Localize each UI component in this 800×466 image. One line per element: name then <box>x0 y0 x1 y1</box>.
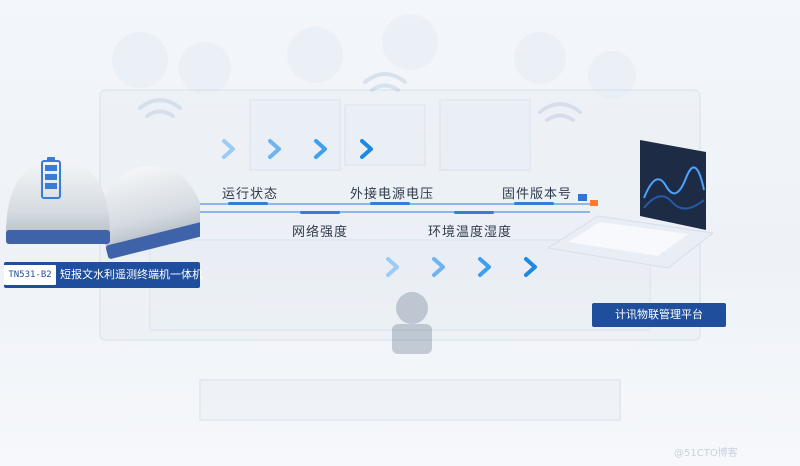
param-label-top: 固件版本号 <box>502 187 573 202</box>
chevron-right-icon <box>432 257 445 277</box>
chevron-right-icon <box>386 257 399 277</box>
platform-badge: 计讯物联管理平台 <box>592 303 726 327</box>
device-name: 短报文水利遥测终端机一体机 <box>60 268 203 281</box>
battery-icon <box>41 157 61 199</box>
watermark: @51CTO博客 <box>674 448 738 459</box>
device-model: TN531-B2 <box>4 265 56 285</box>
param-label-bottom: 环境温度湿度 <box>428 225 513 240</box>
param-label-top: 外接电源电压 <box>350 187 435 202</box>
chevron-right-icon <box>222 139 235 159</box>
param-tick <box>228 202 268 205</box>
param-tick <box>514 202 554 205</box>
chevron-right-icon <box>360 139 373 159</box>
param-label-bottom: 网络强度 <box>292 225 349 240</box>
chevron-right-icon <box>478 257 491 277</box>
param-tick <box>370 202 410 205</box>
chevron-right-icon <box>268 139 281 159</box>
terminal-device-image <box>6 160 200 259</box>
chevron-right-icon <box>524 257 537 277</box>
param-tick <box>454 211 494 214</box>
flow-line-bottom <box>190 211 590 213</box>
chevron-right-icon <box>314 139 327 159</box>
platform-monitor-image <box>548 140 715 269</box>
param-label-top: 运行状态 <box>222 187 279 202</box>
param-tick <box>300 211 340 214</box>
